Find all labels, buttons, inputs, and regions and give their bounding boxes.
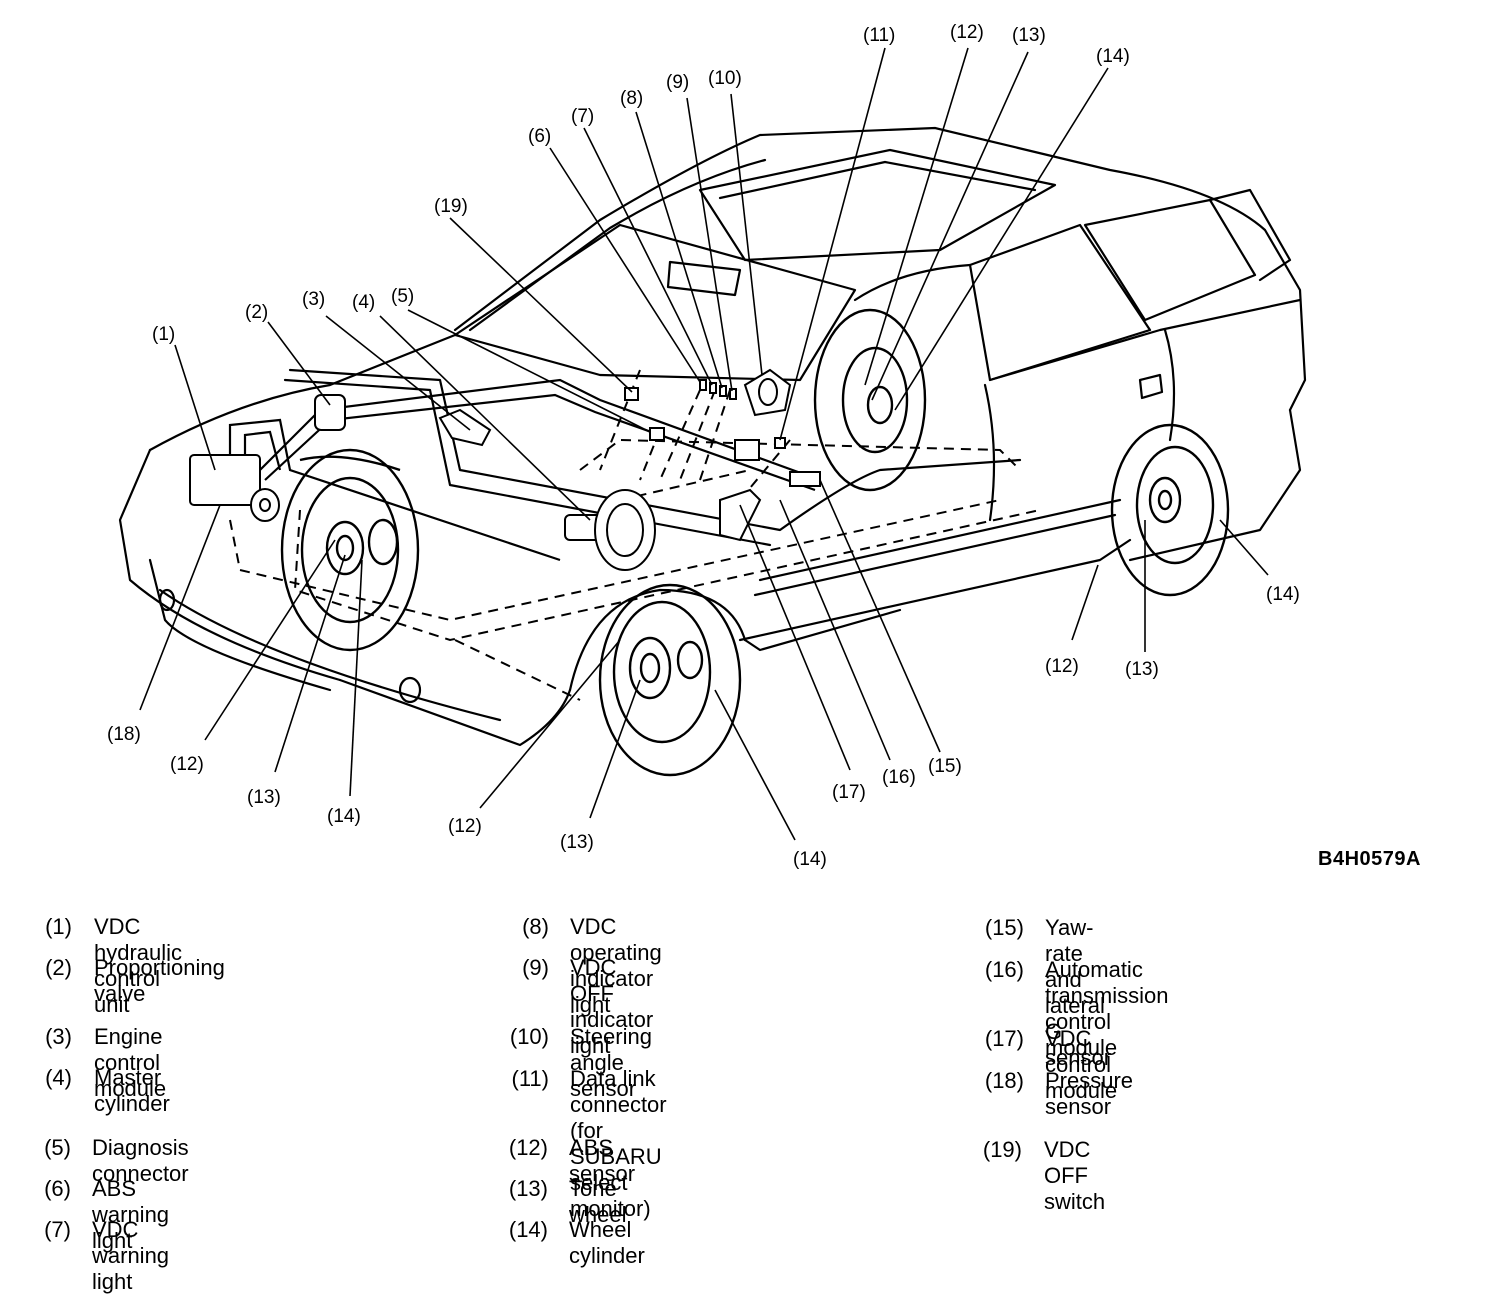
legend-number: (8)	[522, 914, 549, 939]
callout-label: (7)	[571, 106, 594, 127]
legend-text: Yaw-rate and lateral G sensor	[1045, 915, 1112, 1070]
legend-text: Master cylinder	[94, 1065, 170, 1116]
legend-number: (16)	[984, 957, 1024, 982]
legend-text: VDC OFF switch	[1044, 1137, 1106, 1214]
vehicle-component-diagram: (1) (2) (3) (4) (5) (6) (7) (8) (9) (10)…	[107, 22, 1307, 870]
callout-label: (14)	[793, 849, 827, 870]
legend-number: (3)	[45, 1024, 72, 1049]
callout-label: (12)	[170, 754, 204, 775]
callout-label: (6)	[528, 126, 551, 147]
callout-label: (13)	[247, 787, 281, 808]
yaw-rate-sensor	[789, 471, 821, 487]
callout-label: (8)	[620, 88, 643, 109]
legend-number: (9)	[522, 955, 549, 980]
callout-label: (10)	[708, 68, 742, 89]
callout-label: (14)	[327, 806, 361, 827]
callout-label: (2)	[245, 302, 268, 323]
legend-text: Diagnosis connector	[92, 1135, 189, 1186]
wheel-front-right	[598, 583, 742, 777]
legend-number: (1)	[45, 914, 72, 939]
legend-number: (19)	[982, 1137, 1022, 1162]
legend-number: (18)	[984, 1068, 1024, 1093]
callout-label: (18)	[107, 724, 141, 745]
vdc-off-switch	[624, 387, 639, 401]
wheel-front-left	[280, 448, 420, 652]
legend-text: Automatic transmission control module	[1045, 957, 1169, 1060]
legend-text: Pressure sensor	[1045, 1068, 1134, 1119]
brake-lines	[228, 378, 821, 562]
callout-label: (14)	[1096, 46, 1130, 67]
legend-text: ABS warning light	[92, 1176, 170, 1253]
legend-text: Data link connector (for SUBARU select m…	[570, 1066, 667, 1221]
legend-text: Steering angle sensor	[570, 1024, 652, 1101]
legend-text: ABS sensor	[569, 1135, 636, 1186]
engine-control-module	[438, 408, 492, 447]
legend-text: Proportioning valve	[94, 955, 225, 1006]
legend-text: VDC warning light	[92, 1217, 170, 1294]
callout-label: (15)	[928, 756, 962, 777]
vdc-hydraulic-control-unit	[189, 454, 261, 506]
legend-number: (4)	[45, 1065, 72, 1090]
wheel-rear-left	[813, 308, 927, 492]
legend-number: (14)	[508, 1217, 548, 1242]
legend-text: Tone wheel	[569, 1176, 627, 1227]
legend-number: (7)	[44, 1217, 71, 1242]
car-body-outline	[118, 126, 1307, 747]
callout-label: (9)	[666, 72, 689, 93]
callout-labels: (1) (2) (3) (4) (5) (6) (7) (8) (9) (10)…	[107, 22, 1300, 870]
legend-number: (13)	[508, 1176, 548, 1201]
callout-label: (17)	[832, 782, 866, 803]
callout-label: (13)	[1125, 659, 1159, 680]
vdc-control-module	[719, 488, 762, 542]
callout-label: (16)	[882, 767, 916, 788]
callout-label: (14)	[1266, 584, 1300, 605]
callout-label: (1)	[152, 324, 175, 345]
legend-number: (15)	[984, 915, 1024, 940]
callout-label: (4)	[352, 292, 375, 313]
wheel-rear-right	[1110, 423, 1230, 597]
legend-text: VDC operating indicator light	[570, 914, 662, 1017]
callout-label: (3)	[302, 289, 325, 310]
legend-number: (12)	[508, 1135, 548, 1160]
legend-text: VDC hydraulic control unit	[94, 914, 183, 1017]
figure-code: B4H0579A	[1318, 848, 1421, 870]
callout-label: (19)	[434, 196, 468, 217]
legend-number: (2)	[45, 955, 72, 980]
data-link-connector	[734, 439, 760, 461]
legend-number: (11)	[511, 1066, 550, 1091]
legend-number: (10)	[509, 1024, 549, 1049]
callout-label: (13)	[560, 832, 594, 853]
components	[189, 368, 821, 571]
legend-text: VDC OFF indicator light	[570, 955, 654, 1058]
legend-text: Engine control module	[94, 1024, 167, 1101]
proportioning-valve	[314, 394, 346, 431]
callout-label: (5)	[391, 286, 414, 307]
legend-text: VDC control module	[1045, 1026, 1118, 1103]
callout-label: (11)	[863, 25, 895, 46]
callout-label: (13)	[1012, 25, 1046, 46]
callout-label: (12)	[448, 816, 482, 837]
legend-text: Wheel cylinder	[569, 1217, 645, 1268]
callout-label: (12)	[1045, 656, 1079, 677]
leader-lines	[139, 47, 1269, 841]
legend-number: (5)	[44, 1135, 71, 1160]
diagnosis-connector	[649, 427, 665, 441]
callout-label: (12)	[950, 22, 984, 43]
legend-number: (6)	[44, 1176, 71, 1201]
legend-number: (17)	[984, 1026, 1024, 1051]
